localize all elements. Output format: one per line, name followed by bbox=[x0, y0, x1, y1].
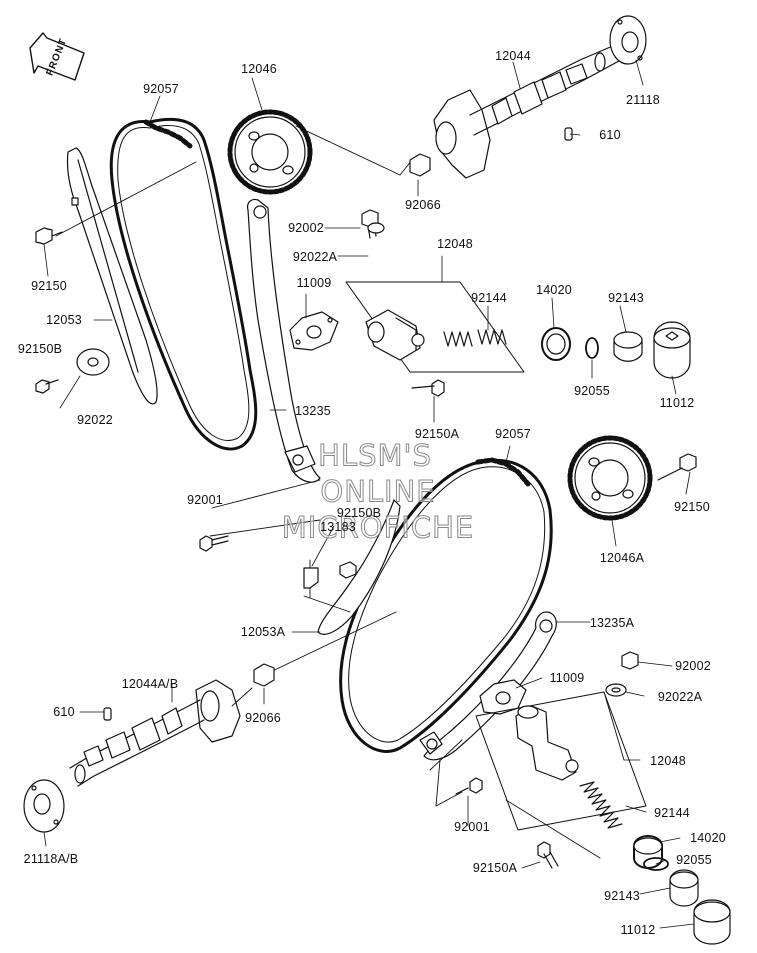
part-label-92001-lower: 92001 bbox=[454, 819, 490, 834]
front-arrow-icon bbox=[29, 32, 85, 81]
tensioner-body-12048-lower bbox=[515, 705, 579, 781]
part-label-12048-lower: 12048 bbox=[650, 753, 686, 768]
part-label-21118AB: 21118A/B bbox=[23, 851, 79, 866]
part-label-92066-upper: 92066 bbox=[405, 197, 441, 212]
watermark-line-2: ONLINE bbox=[320, 474, 436, 509]
part-label-92143-upper: 92143 bbox=[608, 290, 644, 305]
bolt-92150A-upper bbox=[411, 379, 445, 397]
washer-92022A-lower bbox=[605, 683, 627, 697]
part-label-12046A: 12046A bbox=[599, 550, 645, 565]
part-label-12053: 12053 bbox=[46, 312, 82, 327]
plate-21118AB bbox=[23, 779, 65, 833]
part-label-92150B-upper: 92150B bbox=[17, 341, 63, 356]
cam-sprocket-12046 bbox=[227, 109, 313, 195]
o-ring-92055-lower bbox=[643, 857, 669, 871]
gasket-11009-lower bbox=[479, 679, 527, 715]
bracket-13183 bbox=[303, 561, 357, 589]
bolt-92001-lower bbox=[455, 777, 483, 795]
part-label-92150A-lower: 92150A bbox=[472, 860, 518, 875]
part-label-12046: 12046 bbox=[241, 61, 277, 76]
part-label-11009-upper: 11009 bbox=[296, 275, 332, 290]
cam-sprocket-12046A bbox=[567, 435, 653, 521]
pin-610-lower bbox=[103, 707, 112, 721]
part-label-11012-lower: 11012 bbox=[620, 922, 656, 937]
bolt-92001-upper bbox=[199, 535, 229, 552]
gasket-11009-upper bbox=[289, 311, 339, 351]
washer-92022A-upper bbox=[367, 222, 385, 234]
part-label-11009-lower: 11009 bbox=[549, 670, 585, 685]
part-label-92002-lower: 92002 bbox=[675, 658, 711, 673]
chain-guide-13235 bbox=[247, 198, 321, 483]
part-label-13183: 13183 bbox=[320, 519, 356, 534]
part-label-92150B-lower: 92150B bbox=[336, 505, 382, 520]
part-label-21118: 21118 bbox=[626, 92, 660, 107]
bolt-92002-lower bbox=[621, 651, 639, 670]
timing-chain-upper bbox=[109, 118, 258, 451]
part-label-92066-lower: 92066 bbox=[245, 710, 281, 725]
part-label-92022: 92022 bbox=[77, 412, 113, 427]
part-label-610-upper: 610 bbox=[599, 127, 621, 142]
part-label-11012-upper: 11012 bbox=[659, 395, 695, 410]
part-label-92150-upper: 92150 bbox=[31, 278, 67, 293]
bolt-92150A-lower bbox=[537, 841, 559, 869]
camshaft-12044AB bbox=[69, 679, 241, 787]
cap-bolt-11012-lower bbox=[693, 899, 731, 945]
part-label-92022A-upper: 92022A bbox=[292, 249, 338, 264]
cap-bolt-11012-upper bbox=[653, 321, 691, 379]
part-label-610-lower: 610 bbox=[53, 704, 75, 719]
part-label-92001-upper: 92001 bbox=[187, 492, 223, 507]
part-label-92057-lower: 92057 bbox=[495, 426, 531, 441]
watermark-line-1: HLSM'S bbox=[318, 438, 432, 473]
part-label-92150-lower: 92150 bbox=[674, 499, 710, 514]
part-label-92143-lower: 92143 bbox=[604, 888, 640, 903]
bolt-92150-upper bbox=[35, 227, 63, 245]
bolt-92150-lower bbox=[657, 453, 697, 481]
collar-92143-lower bbox=[669, 869, 699, 907]
chain-guide-13235A bbox=[419, 611, 557, 761]
watermark-line-3: MICROFICHE bbox=[281, 510, 475, 545]
spring-92144-upper bbox=[443, 329, 507, 347]
bolt-92150B-upper bbox=[35, 379, 59, 394]
part-label-92144-upper: 92144 bbox=[471, 290, 507, 305]
tensioner-box-lower bbox=[475, 691, 647, 831]
collar-92066-lower bbox=[253, 663, 275, 687]
cap-14020-upper bbox=[541, 327, 571, 361]
part-label-13235: 13235 bbox=[295, 403, 331, 418]
collar-92066-upper bbox=[409, 153, 431, 177]
part-label-92150A-upper: 92150A bbox=[414, 426, 460, 441]
part-label-12048-upper: 12048 bbox=[437, 236, 473, 251]
o-ring-92055-upper bbox=[585, 337, 599, 359]
spring-92144-lower bbox=[579, 781, 623, 829]
part-label-92057-upper: 92057 bbox=[143, 81, 179, 96]
part-label-92055-lower: 92055 bbox=[676, 852, 712, 867]
part-label-92022A-lower: 92022A bbox=[657, 689, 703, 704]
tensioner-body-12048-upper bbox=[365, 309, 425, 361]
plate-21118 bbox=[609, 15, 647, 65]
part-label-92002-upper: 92002 bbox=[288, 220, 324, 235]
leader-lines bbox=[43, 59, 695, 929]
part-label-14020-lower: 14020 bbox=[690, 830, 726, 845]
chain-guide-upper bbox=[66, 147, 158, 405]
collar-92143-upper bbox=[613, 331, 643, 362]
part-label-92055-upper: 92055 bbox=[574, 383, 610, 398]
part-label-12053A: 12053A bbox=[240, 624, 286, 639]
part-label-12044: 12044 bbox=[495, 48, 531, 63]
part-label-92144-lower: 92144 bbox=[654, 805, 690, 820]
part-label-14020-upper: 14020 bbox=[536, 282, 572, 297]
camshaft-12044 bbox=[433, 41, 629, 179]
part-label-12044AB: 12044A/B bbox=[121, 676, 179, 691]
part-label-13235A: 13235A bbox=[589, 615, 635, 630]
